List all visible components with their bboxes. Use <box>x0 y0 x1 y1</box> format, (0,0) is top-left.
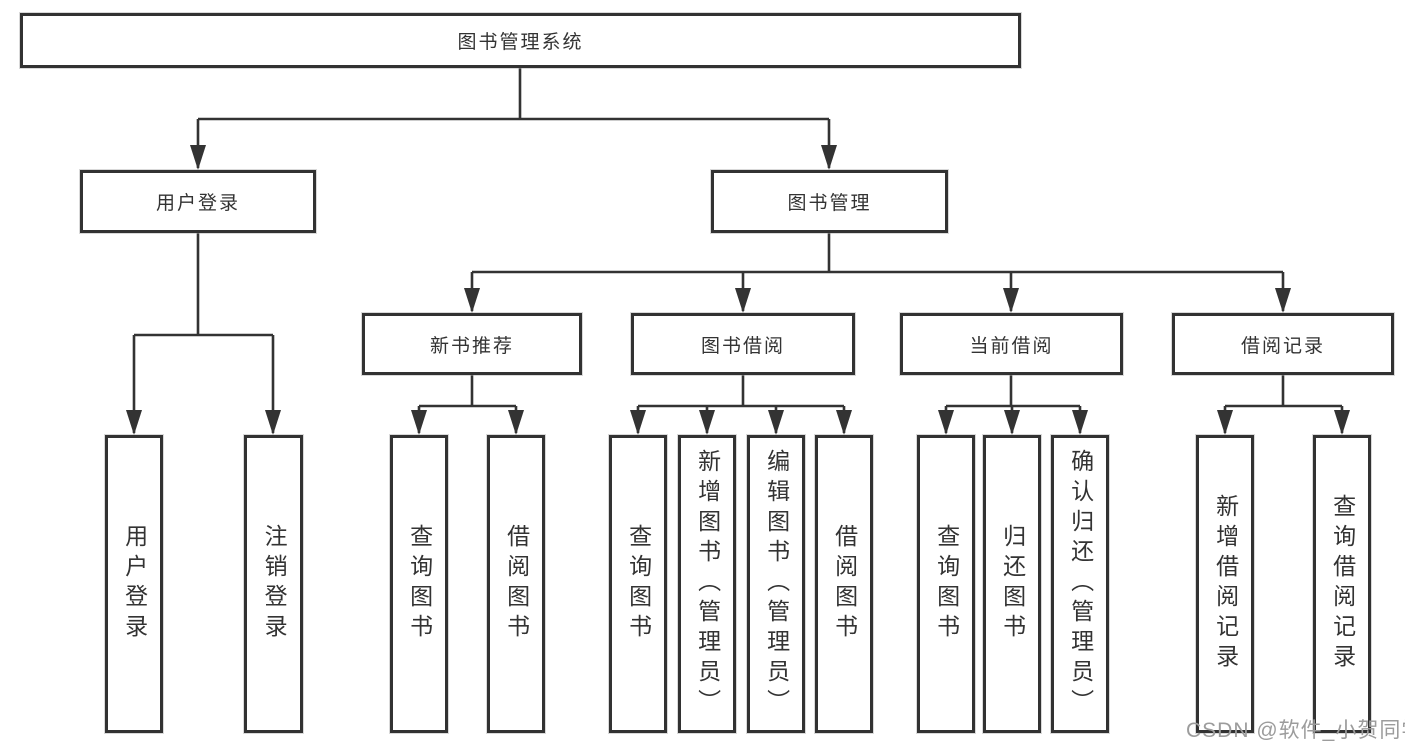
leaf-recommend-borrow-books: 借阅图书 <box>487 435 545 733</box>
node-label: 查询图书 <box>625 524 652 644</box>
node-label: 编辑图书（管理员） <box>763 449 790 719</box>
leaf-current-query-books: 查询图书 <box>917 435 975 733</box>
arrow-icon <box>265 410 281 435</box>
leaf-current-confirm-return-admin: 确认归还（管理员） <box>1051 435 1109 733</box>
arrow-icon <box>1004 410 1020 435</box>
leaf-user-login: 用户登录 <box>105 435 163 733</box>
node-label: 图书借阅 <box>700 335 785 357</box>
node-label: 借阅图书 <box>503 524 530 644</box>
node-label: 注销登录 <box>261 524 288 644</box>
arrow-icon <box>768 410 784 435</box>
arrow-icon <box>821 145 837 170</box>
leaf-records-query-record: 查询借阅记录 <box>1313 435 1371 733</box>
arrow-icon <box>126 410 142 435</box>
leaf-borrow-query-books: 查询图书 <box>609 435 667 733</box>
arrow-icon <box>1072 410 1088 435</box>
node-label: 新增借阅记录 <box>1212 494 1239 674</box>
node-book-borrow: 图书借阅 <box>631 313 855 375</box>
arrow-icon <box>190 145 206 170</box>
connector-book-management-children <box>470 233 1285 311</box>
node-book-management: 图书管理 <box>711 170 948 233</box>
node-label: 查询图书 <box>933 524 960 644</box>
leaf-borrow-borrow-books: 借阅图书 <box>815 435 873 733</box>
arrow-icon <box>630 410 646 435</box>
node-label: 新增图书（管理员） <box>694 449 721 719</box>
leaf-borrow-add-books-admin: 新增图书（管理员） <box>678 435 736 733</box>
node-label: 新书推荐 <box>429 335 514 357</box>
connector-root-to-level1 <box>196 68 831 168</box>
connector-user-login-children <box>132 233 275 433</box>
connector-book-borrow-children <box>636 375 846 433</box>
node-label: 查询图书 <box>406 524 433 644</box>
arrow-icon <box>464 288 480 313</box>
node-label: 归还图书 <box>999 524 1026 644</box>
node-new-book-recommend: 新书推荐 <box>362 313 582 375</box>
arrow-icon <box>1334 410 1350 435</box>
connector-new-book-children <box>417 375 518 433</box>
arrow-icon <box>938 410 954 435</box>
arrow-icon <box>735 288 751 313</box>
csdn-watermark: CSDN @软件_小贺同学 <box>1186 719 1405 742</box>
node-label: 图书管理 <box>787 193 872 214</box>
arrow-icon <box>1003 288 1019 313</box>
arrow-icon <box>1275 288 1291 313</box>
leaf-recommend-query-books: 查询图书 <box>390 435 448 733</box>
leaf-borrow-edit-books-admin: 编辑图书（管理员） <box>747 435 805 733</box>
leaf-current-return-books: 归还图书 <box>983 435 1041 733</box>
node-root: 图书管理系统 <box>20 13 1021 68</box>
node-current-borrow: 当前借阅 <box>900 313 1123 375</box>
node-label: 用户登录 <box>155 193 240 214</box>
node-label: 当前借阅 <box>969 335 1054 357</box>
node-label: 图书管理系统 <box>457 32 584 53</box>
node-user-login: 用户登录 <box>80 170 316 233</box>
arrow-icon <box>699 410 715 435</box>
node-label: 用户登录 <box>121 524 148 644</box>
node-label: 借阅记录 <box>1240 335 1325 357</box>
arrow-icon <box>1217 410 1233 435</box>
connector-borrow-records-children <box>1223 375 1344 433</box>
arrow-icon <box>411 410 427 435</box>
node-label: 查询借阅记录 <box>1329 494 1356 674</box>
leaf-records-add-record: 新增借阅记录 <box>1196 435 1254 733</box>
node-label: 确认归还（管理员） <box>1067 449 1094 719</box>
node-label: 借阅图书 <box>831 524 858 644</box>
arrow-icon <box>836 410 852 435</box>
arrowheads <box>126 145 1350 435</box>
node-borrow-records: 借阅记录 <box>1172 313 1394 375</box>
leaf-logout: 注销登录 <box>244 435 303 733</box>
arrow-icon <box>508 410 524 435</box>
